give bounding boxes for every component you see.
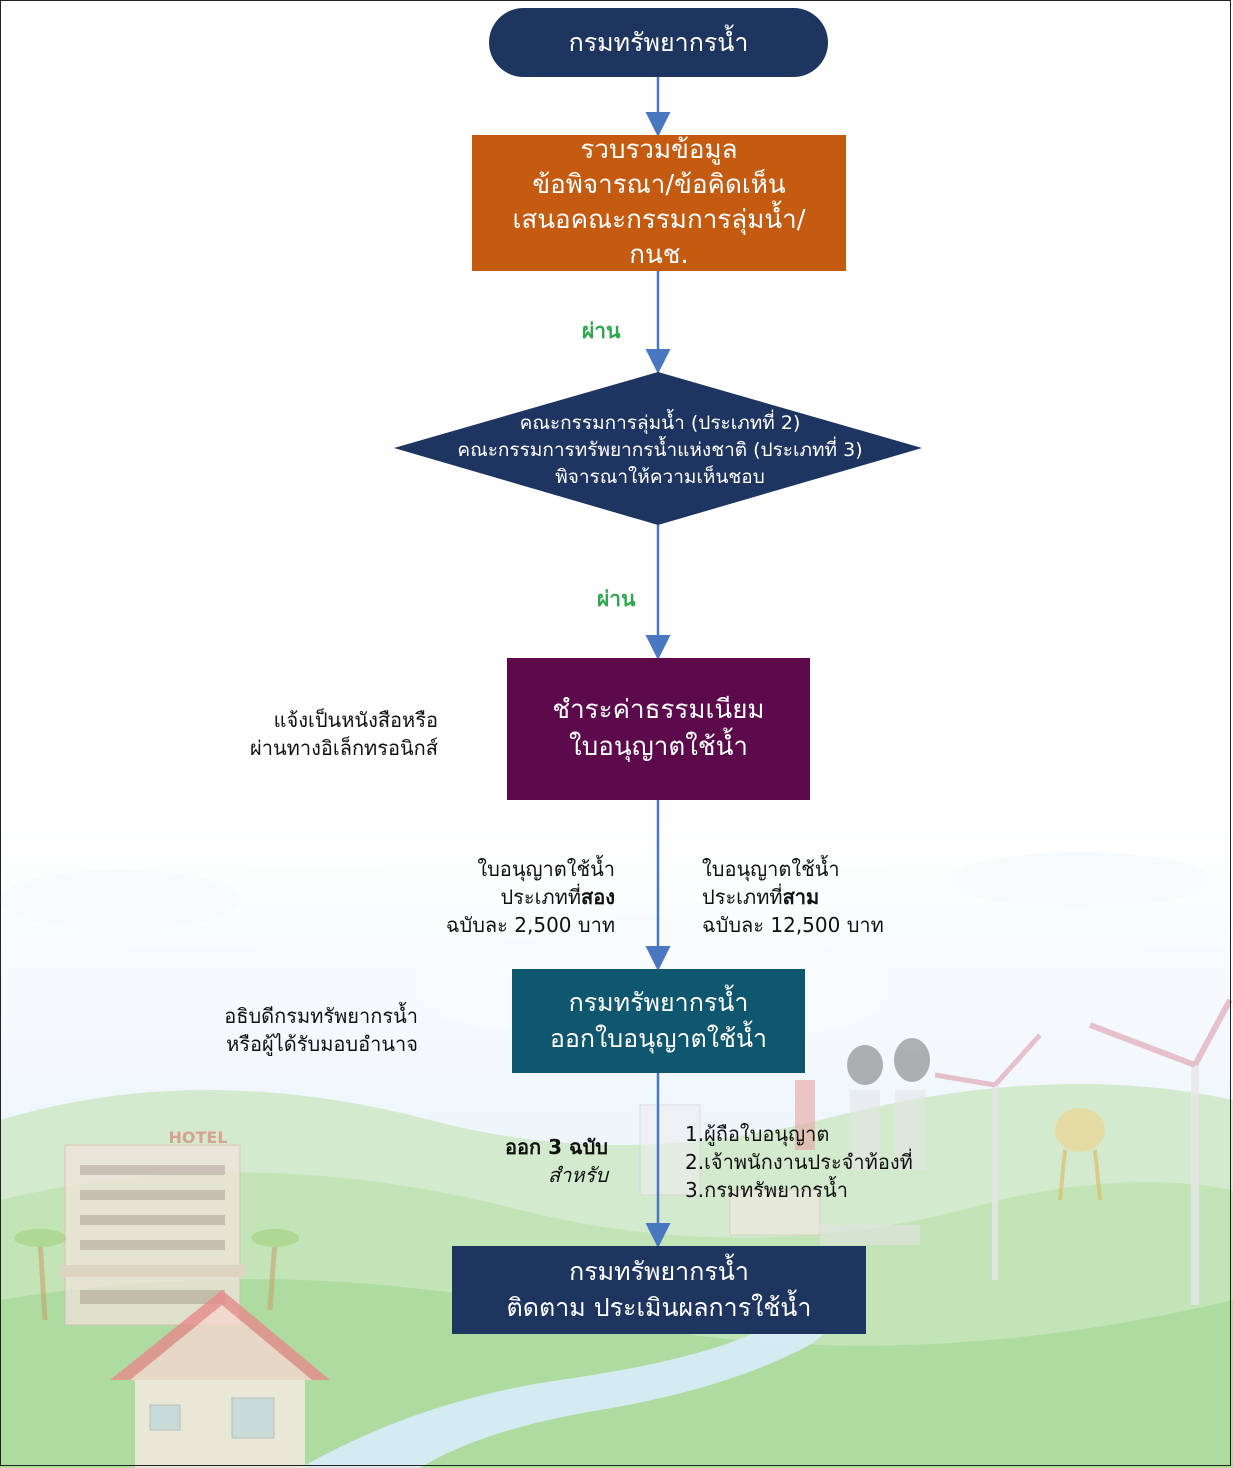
copies-note: ออก 3 ฉบับ สำหรับ: [440, 1133, 608, 1189]
type3-line-1: ใบอนุญาตใช้น้ำ: [702, 857, 840, 881]
authority-line-1: อธิบดีกรมทรัพยากรน้ำ: [224, 1004, 418, 1028]
recipient-1: 1.ผู้ถือใบอนุญาต: [685, 1122, 830, 1146]
issue-line-2: ออกใบอนุญาตใช้น้ำ: [549, 1024, 768, 1053]
water-tower: [1055, 1108, 1105, 1201]
recipient-3: 3.กรมทรัพยากรน้ำ: [685, 1178, 848, 1202]
type2-line-2: ประเภทที่สอง: [380, 883, 615, 911]
type2-prefix: ประเภทที่: [500, 885, 582, 909]
decision-line-2: คณะกรรมการทรัพยากรน้ำแห่งชาติ (ประเภทที่…: [457, 438, 863, 461]
start-node-label: กรมทรัพยากรน้ำ: [568, 27, 749, 57]
issue-license-node: กรมทรัพยากรน้ำ ออกใบอนุญาตใช้น้ำ: [512, 969, 805, 1073]
notify-note: แจ้งเป็นหนังสือหรือ ผ่านทางอิเล็กทรอนิกส…: [180, 706, 438, 762]
notify-line-2: ผ่านทางอิเล็กทรอนิกส์: [250, 736, 438, 760]
collect-line-4: กนช.: [629, 240, 689, 270]
type2-line-1: ใบอนุญาตใช้น้ำ: [477, 857, 615, 881]
collect-line-1: รวบรวมข้อมูล: [580, 135, 738, 165]
issue-line-1: กรมทรัพยากรน้ำ: [568, 988, 749, 1017]
fee-line-1: ชำระค่าธรรมเนียม: [552, 695, 765, 725]
type3-fee-note: ใบอนุญาตใช้น้ำ ประเภทที่สาม ฉบับละ 12,50…: [702, 855, 962, 939]
hotel-sign: HOTEL: [168, 1128, 227, 1147]
type3-line-2: ประเภทที่สาม: [702, 883, 962, 911]
pass-label-2: ผ่าน: [597, 587, 636, 611]
type3-kind: สาม: [782, 885, 820, 909]
notify-line-1: แจ้งเป็นหนังสือหรือ: [273, 708, 438, 732]
hotel-building: HOTEL: [60, 1128, 245, 1326]
monitor-line-2: ติดตาม ประเมินผลการใช้น้ำ: [506, 1293, 812, 1322]
factory: [639, 1038, 930, 1245]
collect-data-node: รวบรวมข้อมูล ข้อพิจารณา/ข้อคิดเห็น เสนอค…: [472, 135, 846, 271]
type2-line-3: ฉบับละ 2,500 บาท: [445, 913, 615, 937]
recipients-list: 1.ผู้ถือใบอนุญาต 2.เจ้าพนักงานประจำท้องท…: [685, 1120, 975, 1204]
pass-label-1: ผ่าน: [582, 319, 621, 343]
type3-prefix: ประเภทที่: [702, 885, 783, 909]
type2-kind: สอง: [581, 885, 615, 909]
collect-line-2: ข้อพิจารณา/ข้อคิดเห็น: [532, 170, 786, 200]
monitor-node: กรมทรัพยากรน้ำ ติดตาม ประเมินผลการใช้น้ำ: [452, 1246, 866, 1334]
decision-node-text: คณะกรรมการลุ่มน้ำ (ประเภทที่ 2) คณะกรรมก…: [410, 400, 910, 500]
decision-line-3: พิจารณาให้ความเห็นชอบ: [555, 465, 765, 488]
fee-line-2: ใบอนุญาตใช้น้ำ: [569, 732, 748, 762]
recipient-2: 2.เจ้าพนักงานประจำท้องที่: [685, 1150, 913, 1174]
fee-payment-node: ชำระค่าธรรมเนียม ใบอนุญาตใช้น้ำ: [507, 658, 810, 800]
palm-trees: [14, 1229, 299, 1321]
type2-fee-note: ใบอนุญาตใช้น้ำ ประเภทที่สอง ฉบับละ 2,500…: [380, 855, 615, 939]
collect-line-3: เสนอคณะกรรมการลุ่มน้ำ/: [512, 205, 806, 235]
copies-title-text: ออก 3 ฉบับ: [505, 1135, 608, 1159]
wind-turbines: [934, 998, 1233, 1305]
decision-line-1: คณะกรรมการลุ่มน้ำ (ประเภทที่ 2): [519, 411, 801, 434]
authority-line-2: หรือผู้ได้รับมอบอำนาจ: [226, 1032, 418, 1056]
house: [110, 1290, 330, 1468]
authority-note: อธิบดีกรมทรัพยากรน้ำ หรือผู้ได้รับมอบอำน…: [150, 1002, 418, 1058]
copies-for-text: สำหรับ: [547, 1163, 608, 1187]
copies-title: ออก 3 ฉบับ: [440, 1133, 608, 1161]
copies-for: สำหรับ: [440, 1161, 608, 1189]
monitor-line-1: กรมทรัพยากรน้ำ: [569, 1257, 749, 1286]
decision-diamond: [394, 372, 922, 525]
type3-line-3: ฉบับละ 12,500 บาท: [702, 913, 884, 937]
start-node-dwr: กรมทรัพยากรน้ำ: [489, 8, 828, 77]
